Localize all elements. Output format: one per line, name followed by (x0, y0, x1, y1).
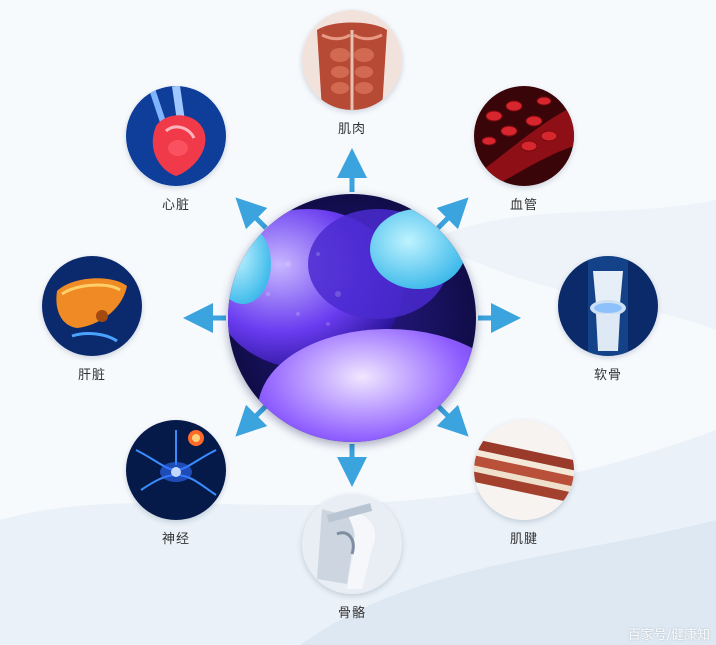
node-label: 软骨 (593, 368, 622, 383)
cartilage-icon (558, 256, 658, 356)
blood-vessel-image (474, 86, 574, 186)
nerve-icon (126, 420, 226, 520)
node-label: 肌腱 (509, 532, 538, 547)
liver-icon (42, 256, 142, 356)
node-label: 神经 (161, 532, 190, 547)
heart-image (126, 86, 226, 186)
node-tendon: 肌腱 (474, 420, 574, 547)
tendon-image (474, 420, 574, 520)
blood-vessel-icon (474, 86, 574, 186)
cartilage-image (558, 256, 658, 356)
node-vessel: 血管 (474, 86, 574, 213)
node-liver: 肝脏 (42, 256, 142, 383)
bone-image (302, 494, 402, 594)
node-label: 心脏 (161, 198, 190, 213)
watermark: 百家号/健康知 (627, 628, 710, 643)
node-label: 肌肉 (337, 122, 366, 137)
node-label: 血管 (509, 198, 538, 213)
bone-icon (302, 494, 402, 594)
node-muscle: 肌肉 (302, 10, 402, 137)
heart-icon (126, 86, 226, 186)
tendon-icon (474, 420, 574, 520)
node-nerve: 神经 (126, 420, 226, 547)
nerve-image (126, 420, 226, 520)
node-cartilage: 软骨 (558, 256, 658, 383)
stem-cell-icon (228, 194, 476, 442)
stem-cell-image (228, 194, 476, 442)
node-label: 骨骼 (337, 606, 366, 621)
liver-image (42, 256, 142, 356)
muscle-image (302, 10, 402, 110)
node-heart: 心脏 (126, 86, 226, 213)
node-label: 肝脏 (77, 368, 106, 383)
node-bone: 骨骼 (302, 494, 402, 621)
muscle-icon (302, 10, 402, 110)
